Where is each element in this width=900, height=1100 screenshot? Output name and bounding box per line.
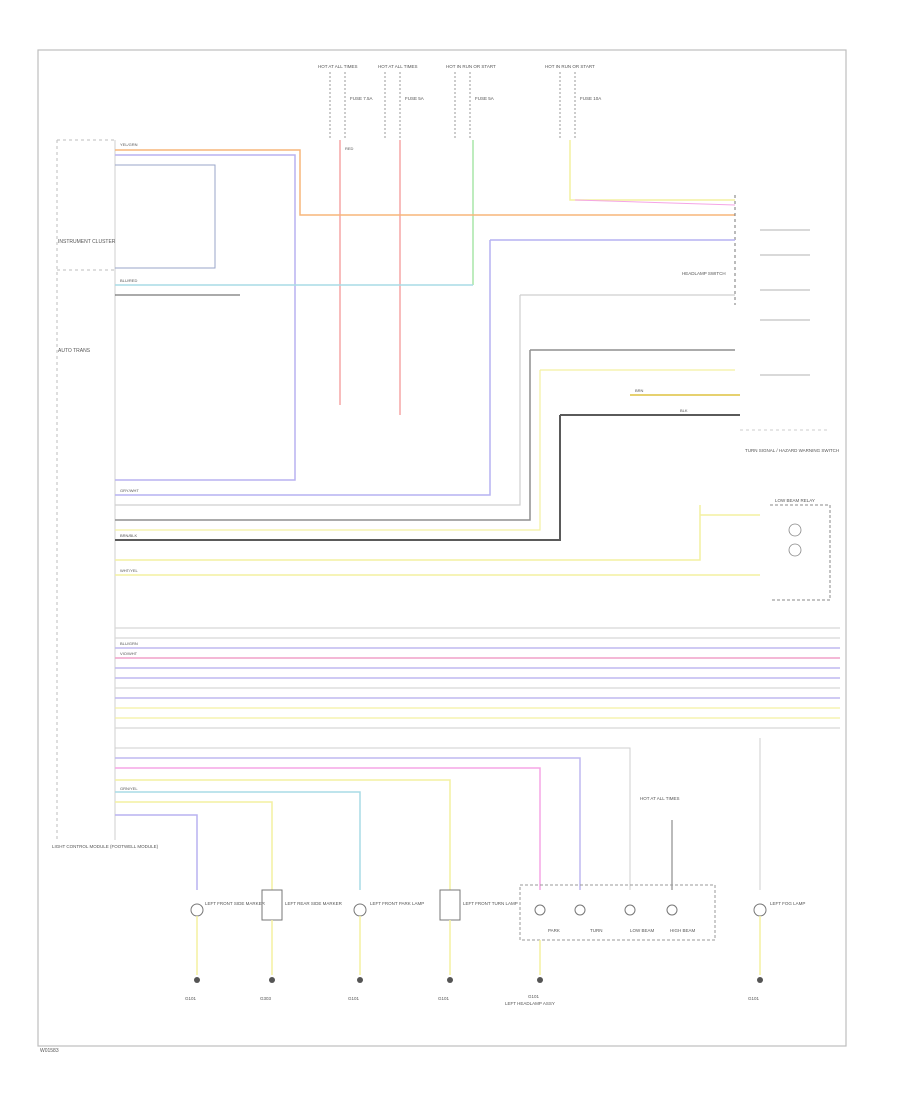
- footer-code: W01583: [40, 1048, 59, 1054]
- fuse-4-name: FUSE 10A: [580, 96, 601, 101]
- lamp-left-rear-side-marker: LEFT REAR SIDE MARKER G303: [260, 889, 343, 1001]
- wire-yellow-low: [115, 779, 451, 890]
- fuse-2-name: FUSE 5A: [405, 96, 424, 101]
- wire-label-4: BRN/BLK: [120, 533, 137, 538]
- ground-5-label: G101: [528, 994, 540, 999]
- wire-orange: [115, 149, 735, 216]
- fuse-2-title: HOT AT ALL TIMES: [378, 64, 418, 69]
- wire-black: [115, 414, 740, 541]
- assy-turn-label: TURN: [590, 928, 603, 933]
- wire-label-6: BLU/GRN: [120, 641, 138, 646]
- lamp-left-front-park: LEFT FRONT PARK LAMP G101: [348, 901, 424, 1001]
- harness-bus: [115, 627, 840, 729]
- diagram-frame: [37, 49, 847, 1047]
- fuse-4-title: HOT IN RUN OR START: [545, 64, 595, 69]
- lamp-4-label: LEFT FRONT TURN LAMP: [463, 901, 518, 906]
- wire-label-8: GRN/YEL: [120, 786, 138, 791]
- wire-label-11: BRN: [635, 388, 644, 393]
- lamp-5-label: LEFT HEADLAMP ASSY: [505, 1001, 555, 1006]
- wire-grey-loop: [115, 164, 216, 269]
- lamp-3-label: LEFT FRONT PARK LAMP: [370, 901, 424, 906]
- headlamp-switch-label: HEADLAMP SWITCH: [682, 271, 726, 276]
- ground-1-label: G101: [185, 996, 197, 1001]
- fuse-3-name: FUSE 5A: [475, 96, 494, 101]
- ground-4-label: G101: [438, 996, 450, 1001]
- wire-yellow-top: [569, 140, 735, 201]
- assy-park-label: PARK: [548, 928, 560, 933]
- fuse-3-title: HOT IN RUN OR START: [446, 64, 496, 69]
- wire-label-7: VIO/WHT: [120, 651, 138, 656]
- lamp-2-label: LEFT REAR SIDE MARKER: [285, 901, 343, 906]
- wire-violet-low: [115, 757, 581, 890]
- relay-boundary: [770, 504, 831, 601]
- relay-label: LOW BEAM RELAY: [775, 498, 815, 503]
- wire-label-3: GRY/WHT: [120, 488, 139, 493]
- lamp-left-front-side-marker: LEFT FRONT SIDE MARKER G101: [185, 901, 266, 1001]
- fuse-1-title: HOT AT ALL TIMES: [318, 64, 358, 69]
- relay-coil-icon: [788, 523, 802, 537]
- wire-label-9: BLK: [680, 408, 688, 413]
- lamp-module-label: LIGHT CONTROL MODULE (FOOTWELL MODULE): [52, 844, 159, 849]
- ground-2-label: G303: [260, 996, 272, 1001]
- ground-6-label: G101: [748, 996, 760, 1001]
- assy-high-label: HIGH BEAM: [670, 928, 696, 933]
- inst-cluster-label: INSTRUMENT CLUSTER: [58, 239, 116, 245]
- assy-low-label: LOW BEAM: [630, 928, 655, 933]
- wire-pink-top: [574, 199, 736, 206]
- lamp-left-fog: LEFT FOG LAMP G101: [748, 901, 805, 1001]
- wire-yellow-3: [115, 505, 701, 561]
- wire-cyan-low: [115, 791, 361, 890]
- fuse-1-name: FUSE 7.5A: [350, 96, 373, 101]
- wire-yellow-2: [115, 369, 735, 531]
- lamp-6-label: LEFT FOG LAMP: [770, 901, 805, 906]
- wire-label-5: WHT/YEL: [120, 568, 139, 573]
- hot-label: HOT AT ALL TIMES: [640, 796, 680, 801]
- lamp-left-headlamp-assy: LEFT HEADLAMP ASSY G101: [505, 940, 555, 1006]
- wire-label-10: RED: [345, 146, 354, 151]
- turn-switch-label: TURN SIGNAL / HAZARD WARNING SWITCH: [745, 448, 839, 453]
- fuse-group: HOT AT ALL TIMES HOT AT ALL TIMES HOT IN…: [318, 64, 601, 140]
- headlamp-assy-box: [519, 884, 716, 941]
- wire-pink: [115, 767, 541, 890]
- wire-blue: [115, 240, 491, 496]
- wire-label-1: YEL/GRN: [120, 142, 138, 147]
- auto-trans-label: AUTO TRANS: [58, 348, 91, 354]
- ground-3-label: G101: [348, 996, 360, 1001]
- lamp-1-label: LEFT FRONT SIDE MARKER: [205, 901, 266, 906]
- wire-grey: [115, 349, 735, 521]
- wire-white: [115, 294, 735, 506]
- wire-label-2: BLU/RED: [120, 278, 137, 283]
- wire-violet: [115, 154, 296, 481]
- lamp-left-front-turn: LEFT FRONT TURN LAMP G101: [438, 889, 518, 1001]
